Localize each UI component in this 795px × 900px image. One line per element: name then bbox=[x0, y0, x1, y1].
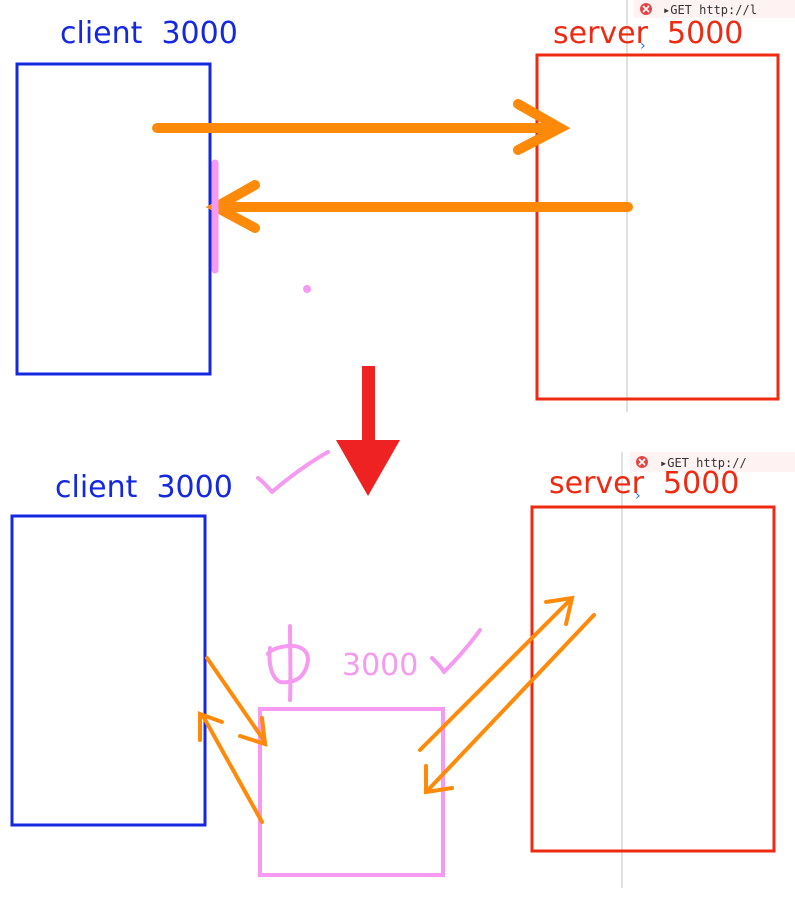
server-box-top bbox=[535, 53, 780, 401]
devtools-request-bottom: ▸GET http:// bbox=[660, 456, 747, 470]
check-mark-proxy bbox=[430, 628, 482, 674]
pink-dot bbox=[303, 285, 311, 293]
proxy-label: 3000 bbox=[342, 648, 418, 683]
response-arrow-top bbox=[205, 180, 633, 233]
check-mark-client bbox=[256, 450, 330, 494]
request-arrow-top bbox=[152, 99, 571, 155]
proxy-to-client-arrow bbox=[198, 711, 264, 824]
error-icon bbox=[640, 3, 652, 15]
error-icon-bottom bbox=[636, 456, 648, 468]
devtools-strip-top bbox=[634, 0, 795, 18]
server-to-proxy-arrow bbox=[424, 613, 596, 795]
devtools-caret-bottom: › bbox=[635, 488, 641, 504]
middle-glyph bbox=[266, 624, 310, 702]
proxy-to-server-arrow bbox=[418, 595, 575, 752]
devtools-strip-bottom bbox=[630, 452, 795, 472]
proxy-box bbox=[258, 707, 445, 877]
server-box-bottom bbox=[530, 505, 776, 853]
client-box-top bbox=[15, 62, 212, 376]
devtools-caret-top: › bbox=[640, 38, 646, 54]
server-label-top: server 5000 bbox=[553, 16, 743, 51]
devtools-request-top: ▸GET http://l bbox=[663, 3, 757, 17]
server-label-bottom: server 5000 bbox=[549, 466, 739, 501]
bottom-section: ▸GET http:// client 3000 server 5000 › 3… bbox=[10, 450, 795, 888]
transition-arrow bbox=[336, 366, 400, 496]
client-label-bottom: client 3000 bbox=[55, 470, 233, 505]
client-to-proxy-arrow bbox=[205, 656, 268, 747]
client-label-top: client 3000 bbox=[60, 16, 238, 51]
top-section: ▸GET http://l client 3000 server 5000 › bbox=[15, 0, 795, 412]
client-box-bottom bbox=[10, 514, 207, 827]
